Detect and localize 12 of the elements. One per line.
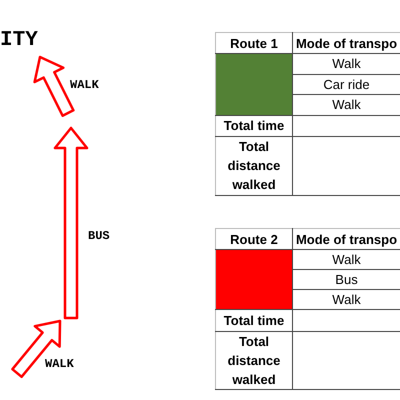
mode-label: BUS (88, 230, 110, 242)
column-header: Mode of transpo (292, 32, 400, 54)
column-header: Route 1 (216, 32, 292, 54)
mode-label: WALK (70, 79, 99, 91)
column-header: Mode of transpo (292, 228, 400, 250)
column-header: Route 2 (216, 228, 292, 250)
row-header: Total distance walked (216, 332, 292, 390)
row-header: Total distance walked (216, 136, 292, 195)
mode-label: WALK (45, 358, 74, 370)
row-header: Total time (216, 115, 292, 136)
title-text: ITY (0, 30, 38, 51)
row-header: Total time (216, 310, 292, 332)
